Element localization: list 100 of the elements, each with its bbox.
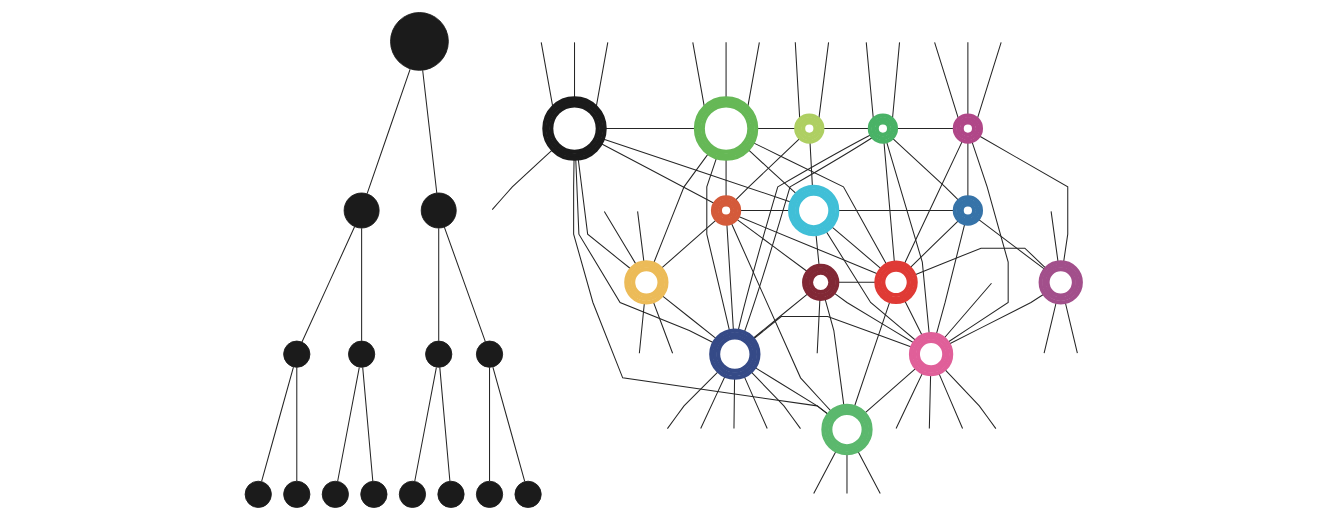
- connector: [943, 282, 992, 339]
- connector: [362, 366, 374, 482]
- node-circle: [390, 11, 449, 71]
- connector: [725, 41, 727, 99]
- connector: [903, 139, 964, 265]
- connector: [913, 247, 1047, 275]
- connector: [818, 41, 830, 119]
- connector: [661, 294, 718, 339]
- connector: [837, 281, 877, 283]
- node-circle: [475, 480, 504, 508]
- node-circle: [398, 480, 426, 508]
- connector: [603, 210, 637, 265]
- connector: [743, 375, 768, 429]
- connector: [895, 127, 956, 129]
- connector: [491, 148, 553, 210]
- connector: [602, 138, 792, 203]
- connector: [489, 366, 491, 482]
- connector: [577, 157, 632, 270]
- connector: [660, 218, 718, 269]
- connector: [831, 225, 882, 269]
- connector: [794, 41, 801, 119]
- connector: [813, 449, 837, 494]
- connector: [652, 300, 674, 354]
- connector: [737, 215, 879, 274]
- connector: [934, 41, 959, 119]
- connector: [750, 370, 802, 429]
- connector: [754, 366, 829, 415]
- connector: [978, 134, 1069, 263]
- node-circle: [283, 480, 311, 508]
- connector: [895, 371, 924, 429]
- connector: [904, 299, 923, 336]
- node-circle: [425, 340, 453, 368]
- connector: [935, 222, 966, 335]
- node-ring: [952, 112, 984, 144]
- connector: [747, 41, 760, 106]
- connector: [730, 221, 832, 412]
- connector: [892, 41, 901, 119]
- connector: [734, 137, 801, 201]
- node-circle: [283, 340, 311, 368]
- connector: [443, 226, 486, 342]
- connector: [977, 218, 1046, 270]
- connector: [747, 148, 797, 194]
- connector: [604, 127, 697, 129]
- connector: [947, 140, 1009, 343]
- node-ring: [710, 194, 742, 226]
- connector: [837, 209, 956, 211]
- node-circle: [514, 480, 542, 508]
- connector: [825, 229, 917, 341]
- connector: [575, 157, 715, 343]
- connector: [422, 69, 438, 193]
- connector: [857, 449, 881, 494]
- connector: [414, 366, 437, 482]
- connector: [822, 127, 870, 129]
- connector: [438, 227, 440, 341]
- connector: [573, 157, 829, 415]
- connector: [738, 209, 791, 211]
- connector: [653, 152, 709, 264]
- connector: [638, 301, 645, 354]
- connector: [752, 292, 809, 339]
- connector: [943, 368, 997, 429]
- connector: [948, 292, 1045, 345]
- node-circle: [360, 480, 388, 508]
- connector: [637, 210, 645, 263]
- connector: [752, 315, 913, 348]
- node-circle: [244, 480, 272, 508]
- connector: [361, 227, 363, 341]
- connector: [833, 291, 915, 344]
- connector: [863, 367, 917, 414]
- node-ring: [952, 194, 984, 226]
- connector: [735, 217, 809, 272]
- connector: [853, 300, 891, 407]
- node-circle: [348, 340, 376, 368]
- connector: [977, 41, 1002, 119]
- node-circle: [420, 192, 457, 228]
- connector: [706, 156, 731, 331]
- connector: [666, 370, 719, 429]
- connector: [909, 219, 960, 269]
- node-circle: [343, 192, 380, 228]
- connector: [891, 137, 960, 201]
- connector: [439, 366, 451, 482]
- connector: [301, 225, 356, 342]
- connector: [824, 297, 845, 406]
- connector: [928, 373, 932, 429]
- connector: [574, 41, 576, 99]
- connector: [816, 298, 821, 354]
- connector: [967, 41, 969, 115]
- connector: [296, 366, 298, 482]
- connector: [600, 142, 716, 204]
- connector: [595, 41, 609, 106]
- connector: [261, 366, 294, 482]
- node-circle: [475, 340, 504, 368]
- connector: [692, 41, 705, 106]
- node-circle: [437, 480, 465, 508]
- connector: [755, 127, 797, 129]
- node-ring: [867, 112, 899, 144]
- connector: [1050, 210, 1059, 263]
- node-circle: [321, 480, 349, 508]
- connector: [337, 366, 360, 482]
- connector: [885, 140, 930, 334]
- connector: [540, 41, 554, 106]
